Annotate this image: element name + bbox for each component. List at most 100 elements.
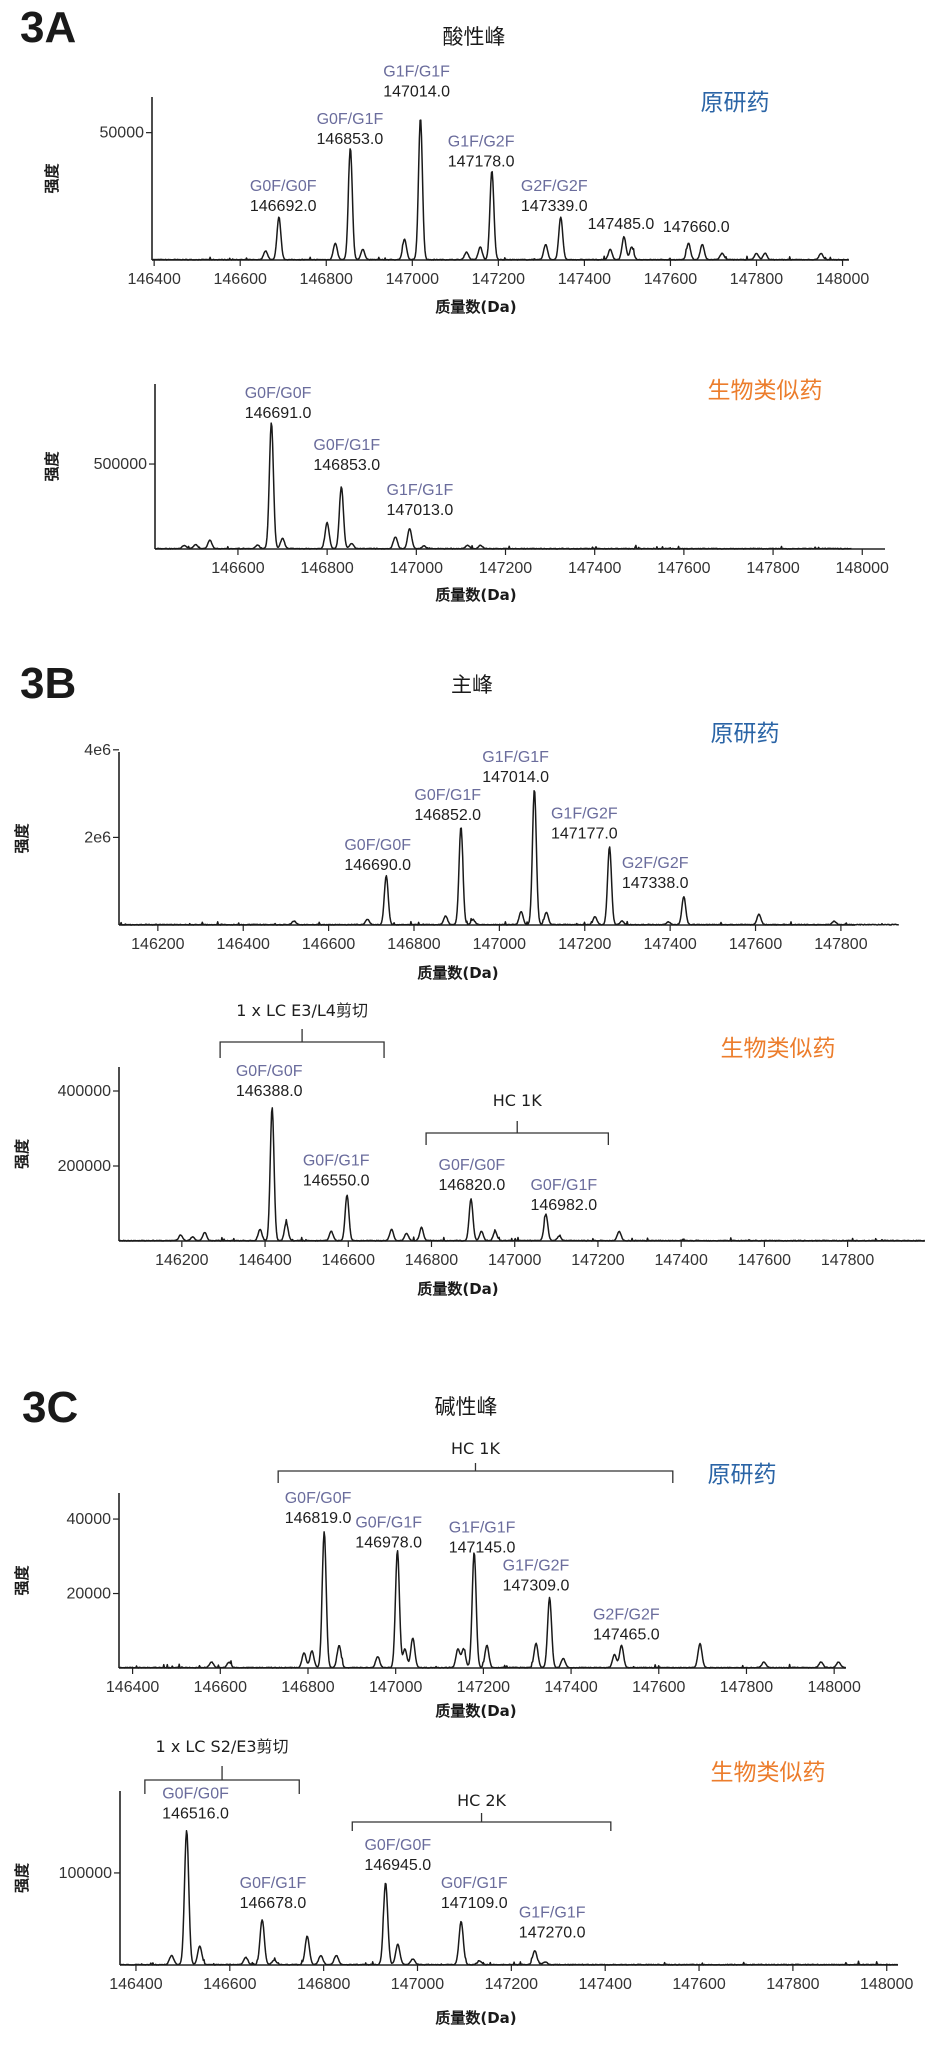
bracket: 1 x LC E3/L4剪切 — [219, 1001, 385, 1058]
x-tick-label: 147600 — [632, 1679, 685, 1696]
x-tick-label: 146400 — [127, 271, 180, 288]
spectrum-trace — [119, 1830, 899, 1966]
x-tick-label: 146400 — [109, 1976, 162, 1993]
y-axis-title: 强度 — [13, 1138, 31, 1169]
x-tick-label: 146600 — [203, 1976, 256, 1993]
mass-label: 146516.0 — [162, 1806, 229, 1823]
x-tick-label: 146800 — [297, 1976, 350, 1993]
x-tick-label: 147000 — [488, 1252, 541, 1269]
sample-label: 生物类似药 — [711, 1760, 826, 1786]
x-tick-label: 147400 — [568, 560, 621, 577]
glycoform-label: G0F/G0F — [364, 1837, 431, 1854]
mass-label: 147309.0 — [503, 1578, 570, 1595]
mass-label: 146852.0 — [414, 807, 481, 824]
sample-label: 原研药 — [708, 1462, 777, 1488]
x-tick-label: 146600 — [214, 271, 267, 288]
x-tick-label: 146800 — [281, 1679, 334, 1696]
mass-label: 147660.0 — [663, 219, 730, 236]
x-tick-label: 147800 — [730, 271, 783, 288]
mass-label: 146678.0 — [240, 1895, 307, 1912]
section-title-main: 主峰 — [451, 673, 493, 697]
x-tick-label: 147200 — [457, 1679, 510, 1696]
glycoform-label: G1F/G1F — [387, 482, 454, 499]
x-tick-label: 146600 — [302, 936, 355, 953]
y-tick-label: 40000 — [67, 1511, 112, 1528]
x-tick-label: 146600 — [194, 1679, 247, 1696]
panel-label-3c: 3C — [22, 1383, 78, 1432]
bracket-label: HC 1K — [493, 1091, 542, 1110]
section-title-acidic: 酸性峰 — [443, 25, 506, 49]
section-title-basic: 碱性峰 — [435, 1395, 498, 1419]
bracket-line — [219, 1029, 385, 1058]
x-axis-title: 质量数(Da) — [435, 1702, 516, 1720]
glycoform-label: G1F/G1F — [482, 749, 549, 766]
bracket: HC 2K — [351, 1791, 612, 1831]
mass-label: 146945.0 — [364, 1857, 431, 1874]
bracket-line — [144, 1766, 300, 1794]
glycoform-label: G0F/G1F — [317, 111, 384, 128]
peak-annotation: G0F/G0F 146690.0 — [344, 837, 411, 874]
sample-label: 原研药 — [701, 90, 770, 116]
y-tick-label: 500000 — [94, 456, 147, 473]
y-axis-title: 强度 — [43, 451, 61, 482]
y-axis-title: 强度 — [13, 1862, 31, 1893]
mass-label: 146550.0 — [303, 1173, 370, 1190]
spectrum-trace — [118, 1531, 847, 1669]
x-tick-label: 147800 — [766, 1976, 819, 1993]
glycoform-label: G1F/G1F — [383, 63, 450, 80]
bracket-line — [425, 1121, 609, 1145]
panel-label-3a: 3A — [20, 3, 76, 52]
glycoform-label: G1F/G1F — [449, 1520, 516, 1537]
x-tick-label: 147000 — [386, 271, 439, 288]
mass-label: 146388.0 — [236, 1083, 303, 1100]
glycoform-label: G0F/G1F — [313, 437, 380, 454]
x-tick-label: 146800 — [405, 1252, 458, 1269]
y-axis-title: 强度 — [13, 823, 31, 854]
glycoform-label: G0F/G0F — [245, 385, 312, 402]
spectrum-trace — [151, 119, 849, 261]
x-tick-label: 146600 — [211, 560, 264, 577]
sample-label: 生物类似药 — [708, 378, 823, 404]
glycoform-label: G0F/G0F — [344, 837, 411, 854]
x-tick-label: 146400 — [217, 936, 270, 953]
mass-label: 146690.0 — [344, 857, 411, 874]
x-axis-title: 质量数(Da) — [435, 298, 516, 316]
glycoform-label: G0F/G1F — [414, 787, 481, 804]
peak-annotation: 147485.0 — [588, 216, 655, 233]
y-tick-label: 4e6 — [84, 742, 111, 759]
x-tick-label: 146200 — [155, 1252, 208, 1269]
y-tick-label: 400000 — [58, 1083, 111, 1100]
mass-label: 147178.0 — [448, 153, 515, 170]
mass-label: 147109.0 — [441, 1895, 508, 1912]
x-tick-label: 147000 — [390, 560, 443, 577]
sample-label: 原研药 — [711, 721, 780, 747]
mass-label: 146978.0 — [355, 1534, 422, 1551]
x-tick-label: 147600 — [738, 1252, 791, 1269]
glycoform-label: G0F/G0F — [285, 1490, 352, 1507]
glycoform-label: G0F/G0F — [439, 1157, 506, 1174]
mass-label: 146692.0 — [250, 198, 317, 215]
mass-label: 146691.0 — [245, 405, 312, 422]
x-tick-label: 146800 — [387, 936, 440, 953]
x-tick-label: 148000 — [836, 560, 889, 577]
glycoform-label: G2F/G2F — [521, 178, 588, 195]
mass-label: 147013.0 — [387, 502, 454, 519]
y-tick-label: 100000 — [59, 1865, 112, 1882]
x-axis-title: 质量数(Da) — [435, 2009, 516, 2027]
x-tick-label: 146400 — [238, 1252, 291, 1269]
